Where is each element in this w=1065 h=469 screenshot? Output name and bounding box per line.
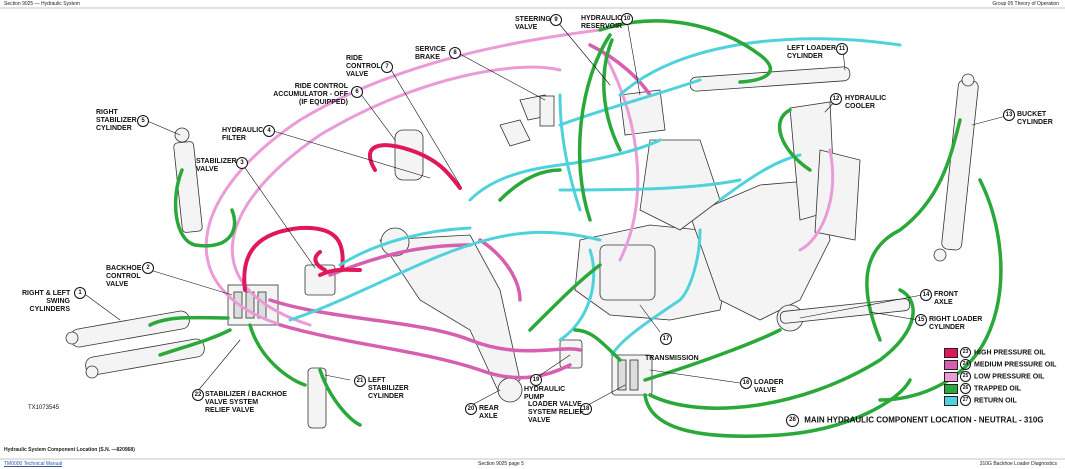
label-num-17: 17 — [660, 333, 672, 345]
label-loader-valve-relief: LOADER VALVE SYSTEM RELIEF VALVE — [528, 401, 584, 424]
high-pressure-lines — [242, 143, 462, 292]
footer-caption: Hydraulic System Component Location (S.N… — [4, 447, 135, 453]
hydraulic-pump-shape — [559, 339, 583, 369]
label-num-21: 21 — [354, 375, 366, 387]
transmission-shape — [574, 224, 731, 321]
caption-num: 28 — [786, 414, 799, 427]
label-num-15: 15 — [915, 314, 927, 326]
footer-center: Section 9025 page 5 — [478, 461, 524, 467]
legend-label: MEDIUM PRESSURE OIL — [974, 361, 1057, 369]
trapped-lines — [148, 19, 1003, 438]
label-hydraulic-filter: HYDRAULIC FILTER — [222, 127, 264, 142]
label-rear-axle: REAR AXLE — [479, 405, 499, 420]
label-swing-cylinders: RIGHT & LEFT SWING CYLINDERS — [22, 290, 71, 313]
header-left: Section 9025 — Hydraulic System — [4, 1, 80, 7]
label-num-1: 1 — [74, 287, 86, 299]
legend-swatch — [944, 395, 958, 406]
front-axle-shape — [639, 139, 831, 332]
label-num-7: 7 — [381, 61, 393, 73]
label-num-9: 9 — [550, 14, 562, 26]
label-num-5: 5 — [137, 115, 149, 127]
leader-lines — [85, 19, 1007, 407]
label-left-loader-cylinder: LEFT LOADER CYLINDER — [787, 45, 836, 60]
label-num-11: 11 — [836, 43, 848, 55]
legend-swatch — [944, 347, 958, 358]
label-num-13: 13 — [1003, 109, 1015, 121]
diagram-caption: 28 MAIN HYDRAULIC COMPONENT LOCATION - N… — [786, 414, 1044, 427]
footer-right: 310G Backhoe Loader Diagnostics — [979, 461, 1057, 467]
footer-left[interactable]: TM0000 Technical Manual — [4, 461, 63, 467]
label-right-loader-cylinder: RIGHT LOADER CYLINDER — [929, 316, 983, 331]
header-right: Group 05 Theory of Operation — [992, 1, 1059, 7]
label-num-8: 8 — [449, 47, 461, 59]
label-num-12: 12 — [830, 93, 842, 105]
label-stabilizer-backhoe-relief: STABILIZER / BACKHOE VALVE SYSTEM RELIEF… — [205, 391, 287, 414]
legend-num: 27 — [960, 395, 971, 406]
label-backhoe-control-valve: BACKHOE CONTROL VALVE — [106, 265, 142, 288]
legend-num: 25 — [960, 371, 971, 382]
label-num-20: 20 — [465, 403, 477, 415]
label-left-stabilizer-cylinder: LEFT STABILIZER CYLINDER — [368, 377, 409, 400]
brake-pedals — [499, 94, 555, 147]
label-service-brake: SERVICE BRAKE — [415, 46, 446, 61]
label-ride-control-accumulator: RIDE CONTROL ACCUMULATOR - OFF (IF EQUIP… — [273, 83, 348, 106]
legend-label: LOW PRESSURE OIL — [974, 373, 1045, 381]
label-num-16: 16 — [740, 377, 752, 389]
label-hydraulic-pump: HYDRAULIC PUMP — [524, 386, 566, 401]
label-num-14: 14 — [920, 289, 932, 301]
label-num-2: 2 — [142, 262, 154, 274]
figure-id: TX1073545 — [28, 405, 60, 411]
label-bucket-cylinder: BUCKET CYLINDER — [1017, 111, 1053, 126]
label-steering-valve: STEERING VALVE — [515, 16, 551, 31]
bucket-cylinder-shape — [933, 73, 979, 262]
backhoe-valve-shape — [227, 284, 279, 326]
label-num-18: 18 — [580, 403, 592, 415]
label-num-19: 19 — [530, 374, 542, 386]
right-loader-cylinder-shape — [779, 298, 911, 324]
label-num-10: 10 — [621, 13, 633, 25]
legend-label: RETURN OIL — [974, 397, 1017, 405]
label-num-22: 22 — [192, 389, 204, 401]
label-num-6: 6 — [351, 86, 363, 98]
label-transmission: TRANSMISSION — [645, 355, 699, 362]
label-hydraulic-reservoir: HYDRAULIC RESERVOIR — [581, 15, 623, 30]
label-loader-valve: LOADER VALVE — [754, 379, 784, 394]
legend-swatch — [944, 371, 958, 382]
legend-label: TRAPPED OIL — [974, 385, 1022, 393]
legend-swatch — [944, 383, 958, 394]
left-stabilizer-cylinder-shape — [307, 367, 327, 429]
legend-num: 26 — [960, 383, 971, 394]
components — [65, 66, 979, 429]
label-stabilizer-valve: STABILIZER VALVE — [196, 158, 237, 173]
legend-swatch — [944, 359, 958, 370]
label-right-stabilizer-cylinder: RIGHT STABILIZER CYLINDER — [96, 109, 137, 132]
legend-num: 23 — [960, 347, 971, 358]
swing-cylinders-shape — [65, 310, 205, 379]
label-ride-control-valve: RIDE CONTROL VALVE — [346, 55, 381, 78]
label-front-axle: FRONT AXLE — [934, 291, 959, 306]
label-num-4: 4 — [263, 125, 275, 137]
legend-label: HIGH PRESSURE OIL — [974, 349, 1046, 357]
label-hydraulic-cooler: HYDRAULIC COOLER — [845, 95, 887, 110]
caption-text: MAIN HYDRAULIC COMPONENT LOCATION - NEUT… — [804, 415, 1044, 425]
label-num-3: 3 — [236, 157, 248, 169]
hydraulic-lines — [85, 19, 1007, 438]
loader-valve-shape — [611, 354, 653, 396]
legend-num: 24 — [960, 359, 971, 370]
